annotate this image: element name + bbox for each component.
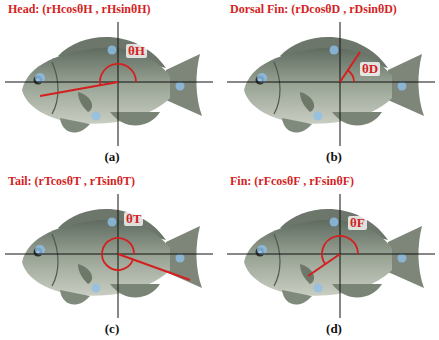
angle-label: θH: [126, 44, 147, 58]
panel-letter: (c): [105, 322, 119, 336]
panel-letter: (d): [326, 322, 342, 336]
angle-label: θD: [360, 62, 380, 76]
point-formula: Fin: (rFcosθF , rFsinθF): [230, 175, 354, 188]
angle-label: θF: [348, 216, 367, 230]
point-formula: Tail: (rTcosθT , rTsinθT): [8, 175, 135, 188]
point-formula: Head: (rHcosθH , rHsinθH): [8, 3, 151, 16]
angle-label: θT: [124, 212, 143, 226]
panel-letter: (a): [104, 150, 119, 164]
panel-letter: (b): [326, 150, 342, 164]
point-formula: Dorsal Fin: (rDcosθD , rDsinθD): [230, 3, 397, 16]
